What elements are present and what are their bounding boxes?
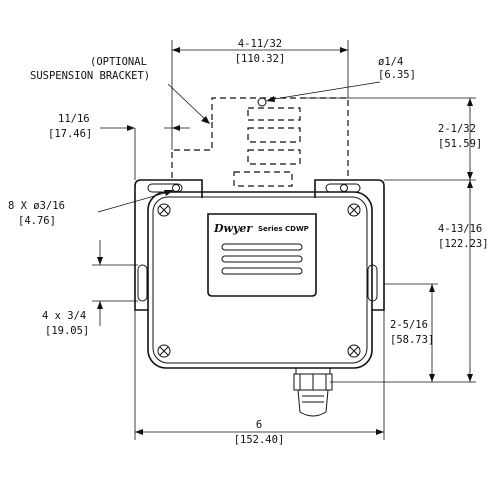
dim-slot-spacing: 4 x 3/4 [19.05]	[42, 240, 138, 337]
hole-dia-mm: [6.35]	[378, 69, 416, 81]
callout-mount-holes: 8 X ø3/16 [4.76]	[8, 190, 174, 227]
bracket-hole	[257, 97, 267, 107]
screw-icon	[172, 184, 180, 192]
dim-fitting-height: 2-5/16 [58.73]	[384, 283, 438, 382]
optional-label-line2: SUSPENSION BRACKET)	[30, 70, 150, 82]
right-flange-slot	[325, 183, 361, 193]
slot-spacing-mm: [19.05]	[45, 325, 89, 337]
screw-icon	[157, 344, 171, 358]
device-housing: Dwyer Series CDWP	[147, 191, 373, 369]
dim-slot-offset: 11/16 [17.46]	[48, 113, 190, 180]
screw-icon	[157, 203, 171, 217]
slot-spacing-label: 4 x 3/4	[42, 310, 86, 322]
screw-icon	[347, 344, 361, 358]
dim-bracket-height: 2-1/32 [51.59]	[300, 97, 482, 181]
callout-optional-bracket: (OPTIONAL SUSPENSION BRACKET)	[30, 56, 210, 124]
cable-gland	[293, 367, 333, 417]
slot-offset-mm: [17.46]	[48, 128, 92, 140]
mount-holes-label: 8 X ø3/16	[8, 200, 65, 212]
fitting-height-label: 2-5/16	[390, 319, 428, 331]
slot-offset-label: 11/16	[58, 113, 90, 125]
suspension-bracket	[171, 97, 349, 187]
left-side-slot	[137, 264, 148, 302]
dim-overall-width: 6 [152.40]	[134, 310, 385, 446]
brand-logo: Dwyer	[213, 222, 253, 235]
fitting-height-mm: [58.73]	[390, 334, 434, 346]
overall-width-mm: [152.40]	[234, 434, 285, 446]
overall-width-label: 6	[256, 419, 262, 431]
bracket-height-mm: [51.59]	[438, 138, 482, 150]
callout-hole-diameter: ø1/4 [6.35]	[266, 56, 416, 102]
optional-label-line1: (OPTIONAL	[90, 56, 147, 68]
hole-dia-label: ø1/4	[378, 56, 403, 68]
dim-top-width: 4-11/32 [110.32]	[171, 38, 349, 150]
mount-holes-mm: [4.76]	[18, 215, 56, 227]
screw-icon	[340, 184, 348, 192]
screw-icon	[347, 203, 361, 217]
bracket-height-label: 2-1/32	[438, 123, 476, 135]
dim-overall-height: 4-13/16 [122.23]	[330, 180, 489, 383]
dim-top-width-label: 4-11/32	[238, 38, 282, 50]
mounting-flanges	[134, 179, 385, 311]
overall-height-label: 4-13/16	[438, 223, 482, 235]
series-label: Series CDWP	[258, 225, 309, 233]
overall-height-mm: [122.23]	[438, 238, 489, 250]
dim-top-width-mm: [110.32]	[235, 53, 286, 65]
vent-slots	[221, 243, 303, 275]
